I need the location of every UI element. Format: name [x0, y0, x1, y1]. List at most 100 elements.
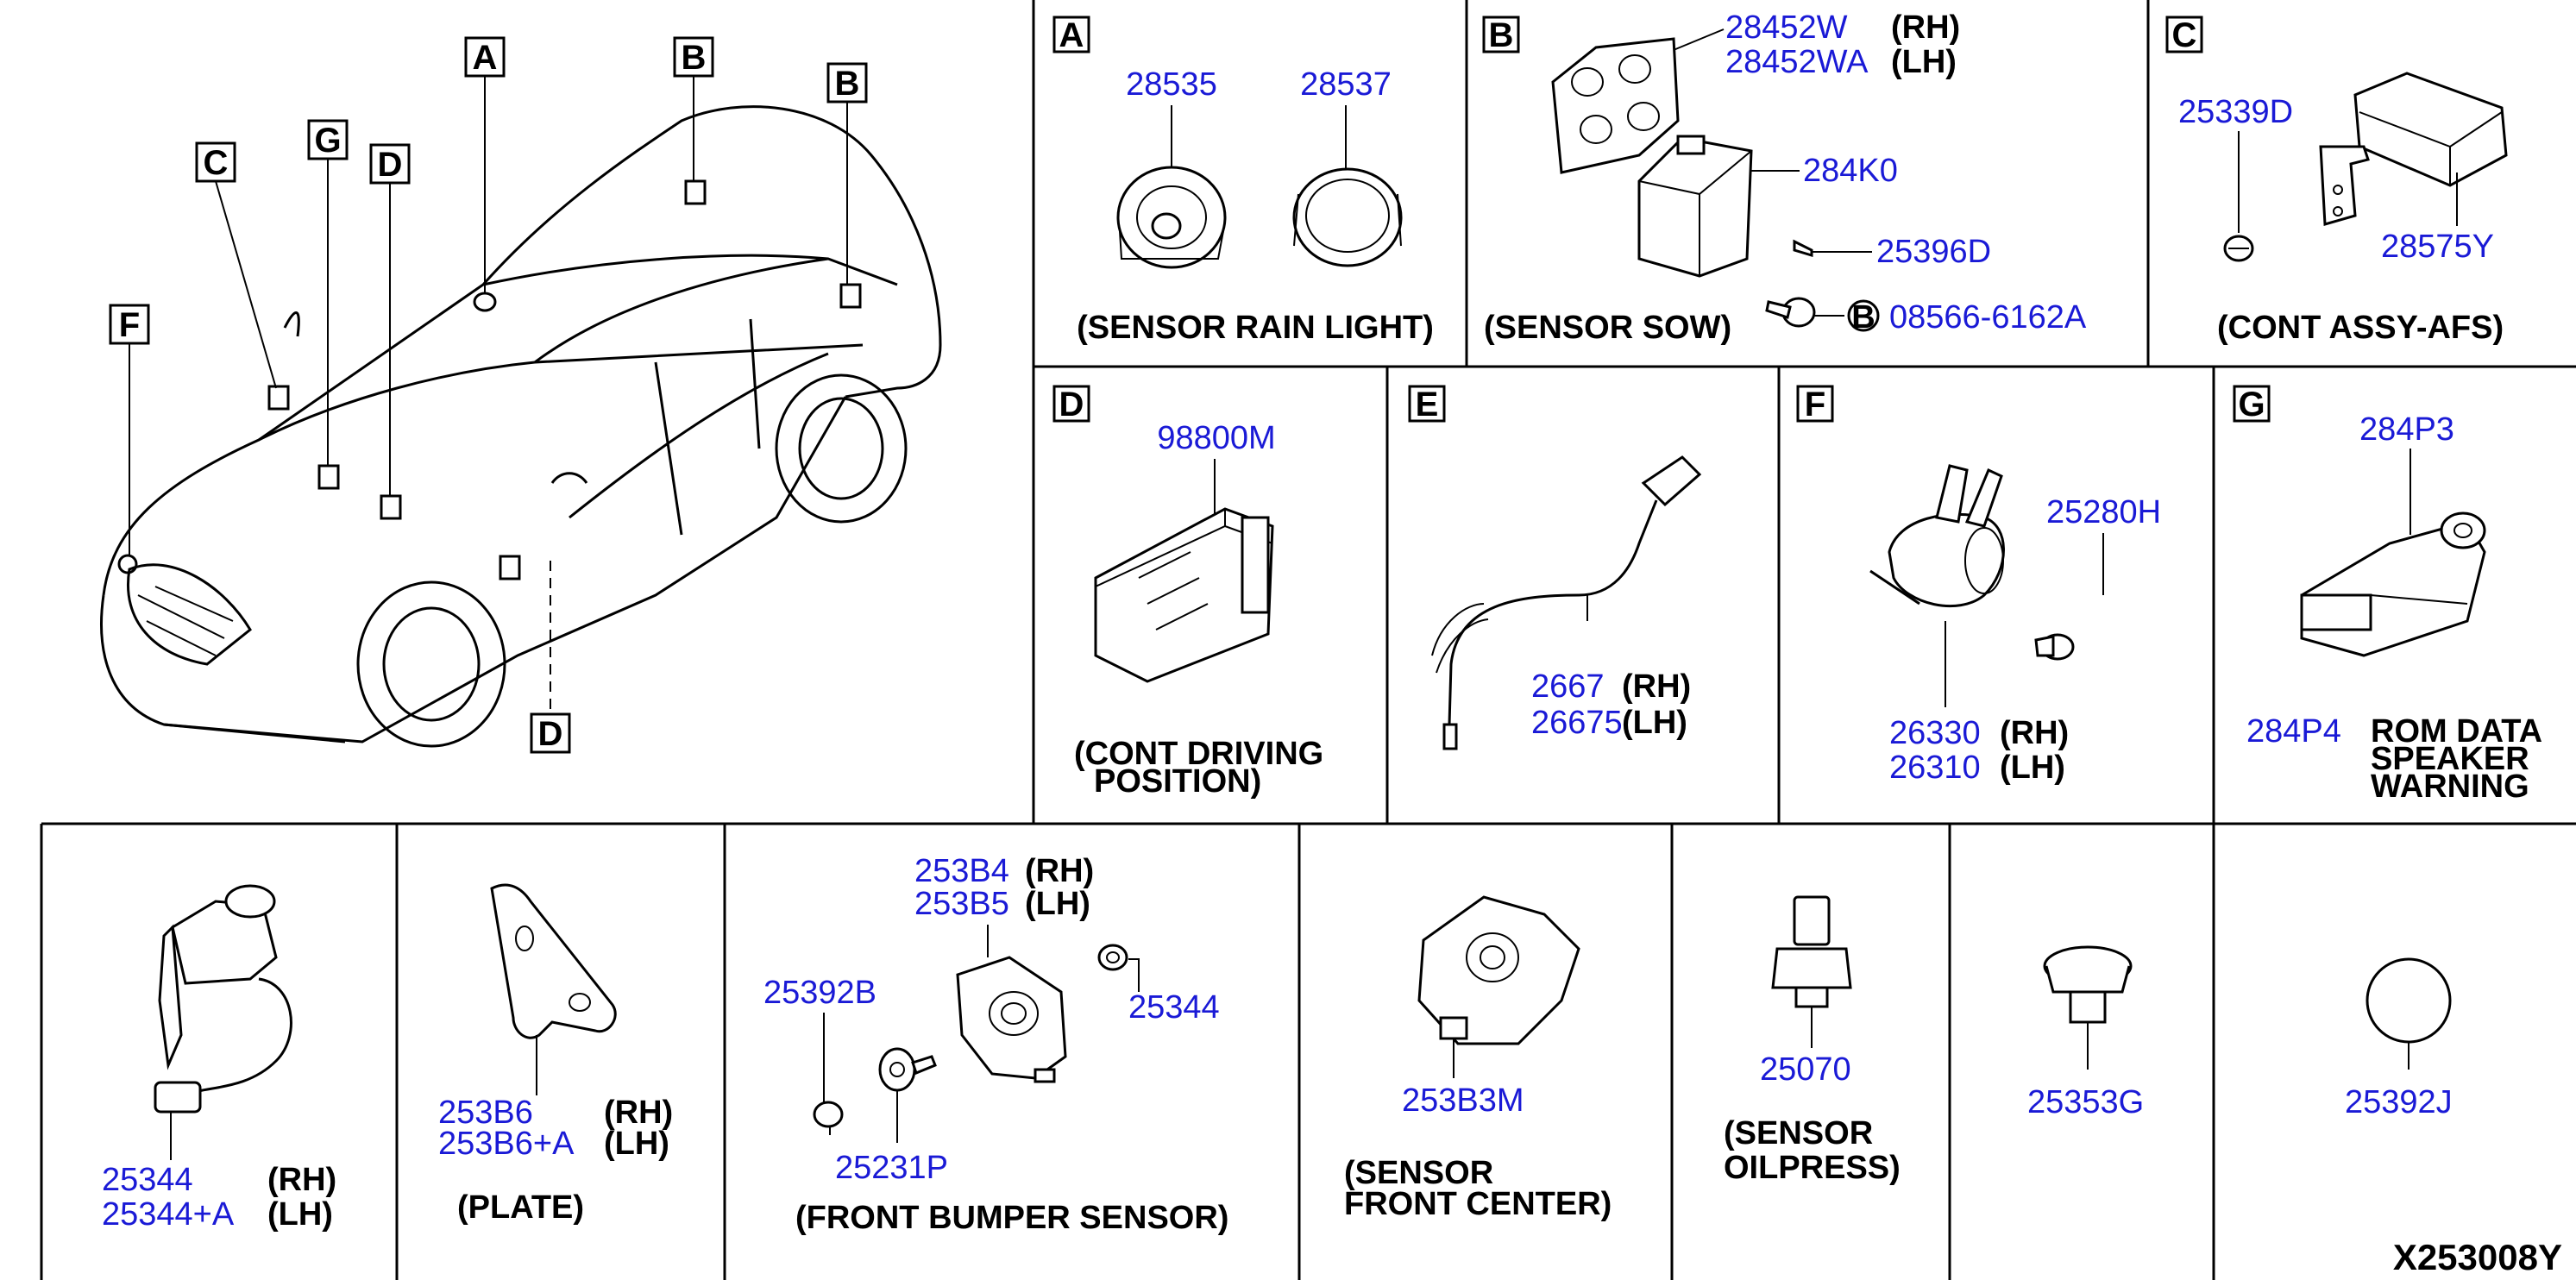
vehicle-callout-G: G [307, 119, 349, 160]
caption-position: POSITION) [1094, 763, 1261, 800]
part-number-08566-6162A: 08566-6162A [1889, 299, 2087, 336]
vehicle-callout-D-top: D [369, 143, 411, 185]
panel-grid [40, 0, 2576, 1280]
vehicle-callout-A: A [464, 36, 506, 78]
vehicle-callout-B-rear: B [826, 62, 868, 104]
panel-sensor-oilpress: 25070 (SENSOR OILPRESS) [1724, 895, 1901, 1186]
part-number-25344-a: 25344+A [102, 1196, 235, 1233]
panel-g-letter: G [2238, 386, 2265, 424]
grommet-25344-part [1097, 944, 1140, 992]
caption-sensor: (SENSOR [1344, 1155, 1493, 1191]
svg-text:B: B [835, 65, 860, 103]
clip-25392B-part [813, 1101, 844, 1135]
panel-25353G: 25353G [2027, 945, 2144, 1120]
bolt-callout-B: B [1851, 299, 1875, 336]
part-number-25344: 25344 [1128, 989, 1220, 1026]
part-side-lh: (LH) [1891, 44, 1957, 80]
part-number-25392J: 25392J [2345, 1084, 2453, 1120]
part-number-284K0: 284K0 [1803, 153, 1898, 189]
caption-speaker: SPEAKER [2371, 741, 2529, 777]
svg-text:D: D [538, 715, 563, 753]
part-side-rh: (RH) [1891, 9, 1960, 46]
caption-sensor-rain-light: (SENSOR RAIN LIGHT) [1077, 310, 1434, 346]
height-sensor-part [154, 884, 292, 1160]
screw-25339D-part [2223, 235, 2254, 262]
cap-25353G-part [2043, 945, 2133, 1070]
part-number-26310: 26310 [1889, 750, 1981, 786]
caption-oilpress: OILPRESS) [1724, 1150, 1901, 1186]
driving-position-control-part [1094, 507, 1274, 683]
caption-cont-assy-afs: (CONT ASSY-AFS) [2217, 310, 2504, 346]
part-side-lh: (LH) [1025, 886, 1090, 922]
vehicle-illustration [100, 105, 942, 748]
panel-e: E 2667 (RH) 26675 (LH) [1408, 385, 1702, 750]
svg-text:A: A [473, 39, 498, 77]
retainer-25231P-part [878, 1047, 937, 1143]
part-number-253B6: 253B6 [438, 1095, 533, 1131]
harness-26670-part [1431, 455, 1702, 750]
part-number-253B6-a: 253B6+A [438, 1126, 575, 1162]
vehicle-callout-F: F [109, 304, 150, 345]
panel-sensor-front-center: 253B3M (SENSOR FRONT CENTER) [1344, 895, 1612, 1222]
part-number-2667: 2667 [1531, 668, 1605, 705]
panel-a: A 28535 28537 (SENSOR RAIN LIGHT) [1052, 16, 1434, 346]
plug-25392J-part [2366, 957, 2452, 1044]
caption-cont-driving: (CONT DRIVING [1074, 736, 1323, 772]
panel-b: B 28452W (RH) 28452WA (LH) 284K0 25396D [1482, 9, 2087, 346]
caption-rom-data: ROM DATA [2371, 713, 2542, 750]
part-number-28537: 28537 [1300, 66, 1392, 103]
vehicle-callout-D-bottom: D [530, 712, 571, 754]
horn-part [1869, 464, 2005, 707]
rain-light-bracket-part [1292, 167, 1403, 267]
part-number-28452WA: 28452WA [1725, 44, 1869, 80]
vehicle-callout-B-roof: B [673, 36, 714, 78]
panel-25392J: 25392J X253008Y [2345, 957, 2562, 1277]
part-number-25231P: 25231P [835, 1150, 948, 1186]
part-side-lh: (LH) [604, 1126, 669, 1162]
drawing-code: X253008Y [2393, 1237, 2562, 1277]
panel-e-letter: E [1416, 386, 1439, 424]
caption-sensor-sow: (SENSOR SOW) [1484, 310, 1731, 346]
vehicle-leader-lines [129, 76, 848, 714]
panel-d: D 98800M (CONT DRIVING POSITION) [1052, 385, 1323, 800]
part-side-lh: (LH) [1622, 705, 1687, 741]
sow-sensor-module-part [1637, 135, 1753, 278]
part-number-25396D: 25396D [1876, 234, 1991, 270]
bolt-08566-part [1765, 297, 1844, 328]
part-number-25339D: 25339D [2178, 94, 2293, 130]
panel-f-letter: F [1805, 386, 1825, 424]
panel-b-letter: B [1489, 16, 1514, 54]
part-side-rh: (RH) [604, 1095, 673, 1131]
caption-sensor: (SENSOR [1724, 1115, 1873, 1151]
plate-part [490, 883, 617, 1095]
panel-front-bumper-sensor: 253B4 (RH) 253B5 (LH) 25344 25392B [763, 853, 1228, 1236]
part-number-26675: 26675 [1531, 705, 1623, 741]
afs-control-unit-part [2319, 72, 2508, 226]
part-number-28535: 28535 [1126, 66, 1217, 103]
panel-c-letter: C [2172, 16, 2197, 54]
part-side-rh: (RH) [1025, 853, 1094, 889]
part-number-25344: 25344 [102, 1162, 193, 1198]
svg-text:G: G [314, 122, 341, 160]
part-number-284P4: 284P4 [2246, 713, 2341, 750]
part-side-rh: (RH) [267, 1162, 336, 1198]
part-side-lh: (LH) [2000, 750, 2065, 786]
svg-text:C: C [204, 144, 229, 182]
rain-light-sensor-part [1116, 166, 1227, 269]
caption-front-center: FRONT CENTER) [1344, 1186, 1612, 1222]
svg-text:D: D [378, 146, 403, 184]
part-number-253B5: 253B5 [914, 886, 1009, 922]
part-number-253B4: 253B4 [914, 853, 1009, 889]
part-side-lh: (LH) [267, 1196, 333, 1233]
part-number-28575Y: 28575Y [2381, 229, 2494, 265]
part-number-25280H: 25280H [2046, 494, 2161, 530]
part-number-25392B: 25392B [763, 975, 876, 1011]
part-number-253B3M: 253B3M [1402, 1082, 1524, 1119]
caption-plate: (PLATE) [457, 1189, 584, 1226]
vehicle-callout-C: C [195, 141, 236, 183]
part-number-25353G: 25353G [2027, 1084, 2144, 1120]
part-number-26330: 26330 [1889, 715, 1981, 751]
caption-front-bumper-sensor: (FRONT BUMPER SENSOR) [795, 1200, 1228, 1236]
panel-sensor-25344: 25344 (RH) 25344+A (LH) [102, 884, 336, 1233]
